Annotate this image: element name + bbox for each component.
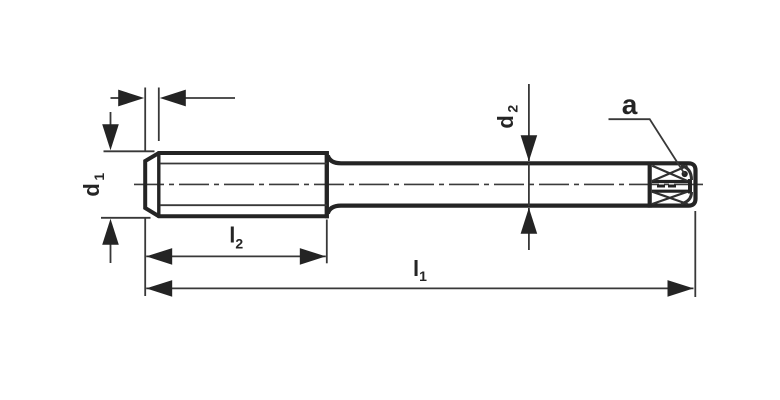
svg-text:d1: d1 bbox=[79, 173, 107, 197]
svg-text:l2: l2 bbox=[229, 223, 243, 252]
svg-text:a: a bbox=[622, 89, 638, 120]
svg-text:l1: l1 bbox=[413, 256, 427, 284]
svg-text:d2: d2 bbox=[493, 105, 521, 129]
